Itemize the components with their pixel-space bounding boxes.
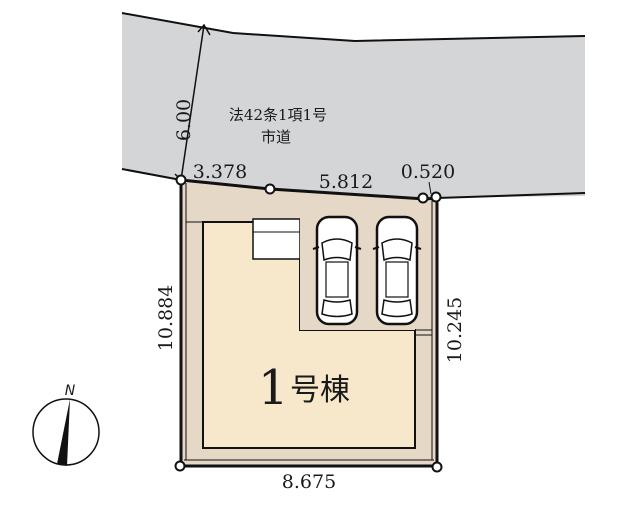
frontage-dim-1: 3.378	[193, 161, 247, 183]
right-side-dim: 10.245	[444, 297, 466, 363]
boundary-marker	[174, 460, 186, 472]
building-number: 1	[258, 360, 289, 416]
north-compass: N	[32, 383, 100, 466]
storage-box	[252, 218, 301, 260]
road-area	[122, 13, 585, 199]
car-icon	[312, 215, 362, 326]
boundary-marker	[430, 191, 442, 203]
north-arrow-icon	[57, 399, 70, 466]
road-far-edge	[121, 12, 586, 43]
frontage-dim-3: 0.520	[401, 161, 455, 183]
road-type-label: 市道	[261, 128, 291, 146]
boundary-marker	[417, 192, 429, 204]
building-suffix: 号棟	[290, 373, 350, 408]
road-width-label: 6.00	[173, 99, 195, 141]
road-width-arrowhead	[197, 23, 211, 36]
road-width-dimension-line	[180, 24, 205, 181]
boundary-marker	[264, 183, 276, 195]
frontage-dim-3-leader	[428, 181, 432, 195]
bottom-side-dim: 8.675	[282, 471, 336, 493]
road-near-edge-left	[121, 168, 182, 181]
left-side-dim: 10.884	[155, 285, 177, 351]
boundary-marker	[431, 461, 443, 473]
boundary-marker	[175, 174, 187, 186]
road-classification-label: 法42条1項1号	[229, 106, 327, 124]
north-label: N	[65, 383, 76, 399]
road-near-edge-right	[436, 192, 586, 199]
frontage-dim-2: 5.812	[319, 171, 373, 193]
car-icon	[372, 215, 422, 326]
